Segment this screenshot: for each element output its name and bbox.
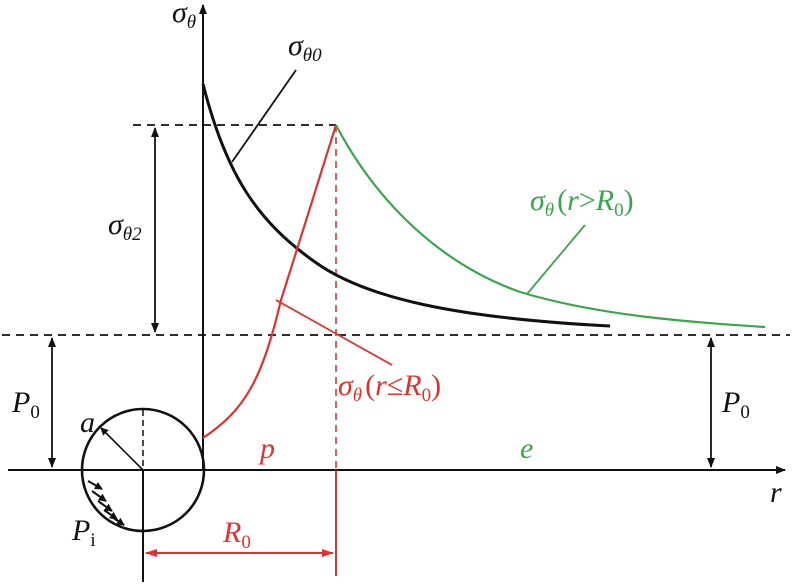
sigma-inner-leader [275, 299, 393, 366]
internal-pressure-arrows [87, 480, 125, 526]
sigma-theta0-label: σθ0 [288, 29, 322, 66]
sigma-theta0-leader [231, 69, 297, 163]
sigma-theta2-label: σθ2 [108, 208, 142, 245]
elastic-outer-curve [335, 124, 766, 329]
p0-left-label: P0 [11, 386, 40, 423]
radius-a-arrow [100, 427, 144, 471]
sigma-inner-label: σθ(r≤R0) [338, 369, 441, 406]
plastic-curve [202, 124, 338, 439]
radius-a-label: a [80, 406, 95, 439]
elastic-curve-sigma-theta0 [201, 83, 611, 328]
sigma-axis-label: σθ [172, 0, 196, 33]
sigma-outer-label: σθ(r>R0) [530, 184, 634, 221]
pi-label: Pi [71, 514, 96, 551]
r-axis-label: r [770, 476, 782, 509]
plastic-zone-label: p [258, 432, 275, 465]
elastic-zone-label: e [520, 432, 533, 465]
p0-right-label: P0 [721, 386, 750, 423]
sigma-outer-leader [526, 224, 586, 295]
tunnel-hole [80, 407, 206, 533]
r0-label: R0 [222, 516, 251, 553]
